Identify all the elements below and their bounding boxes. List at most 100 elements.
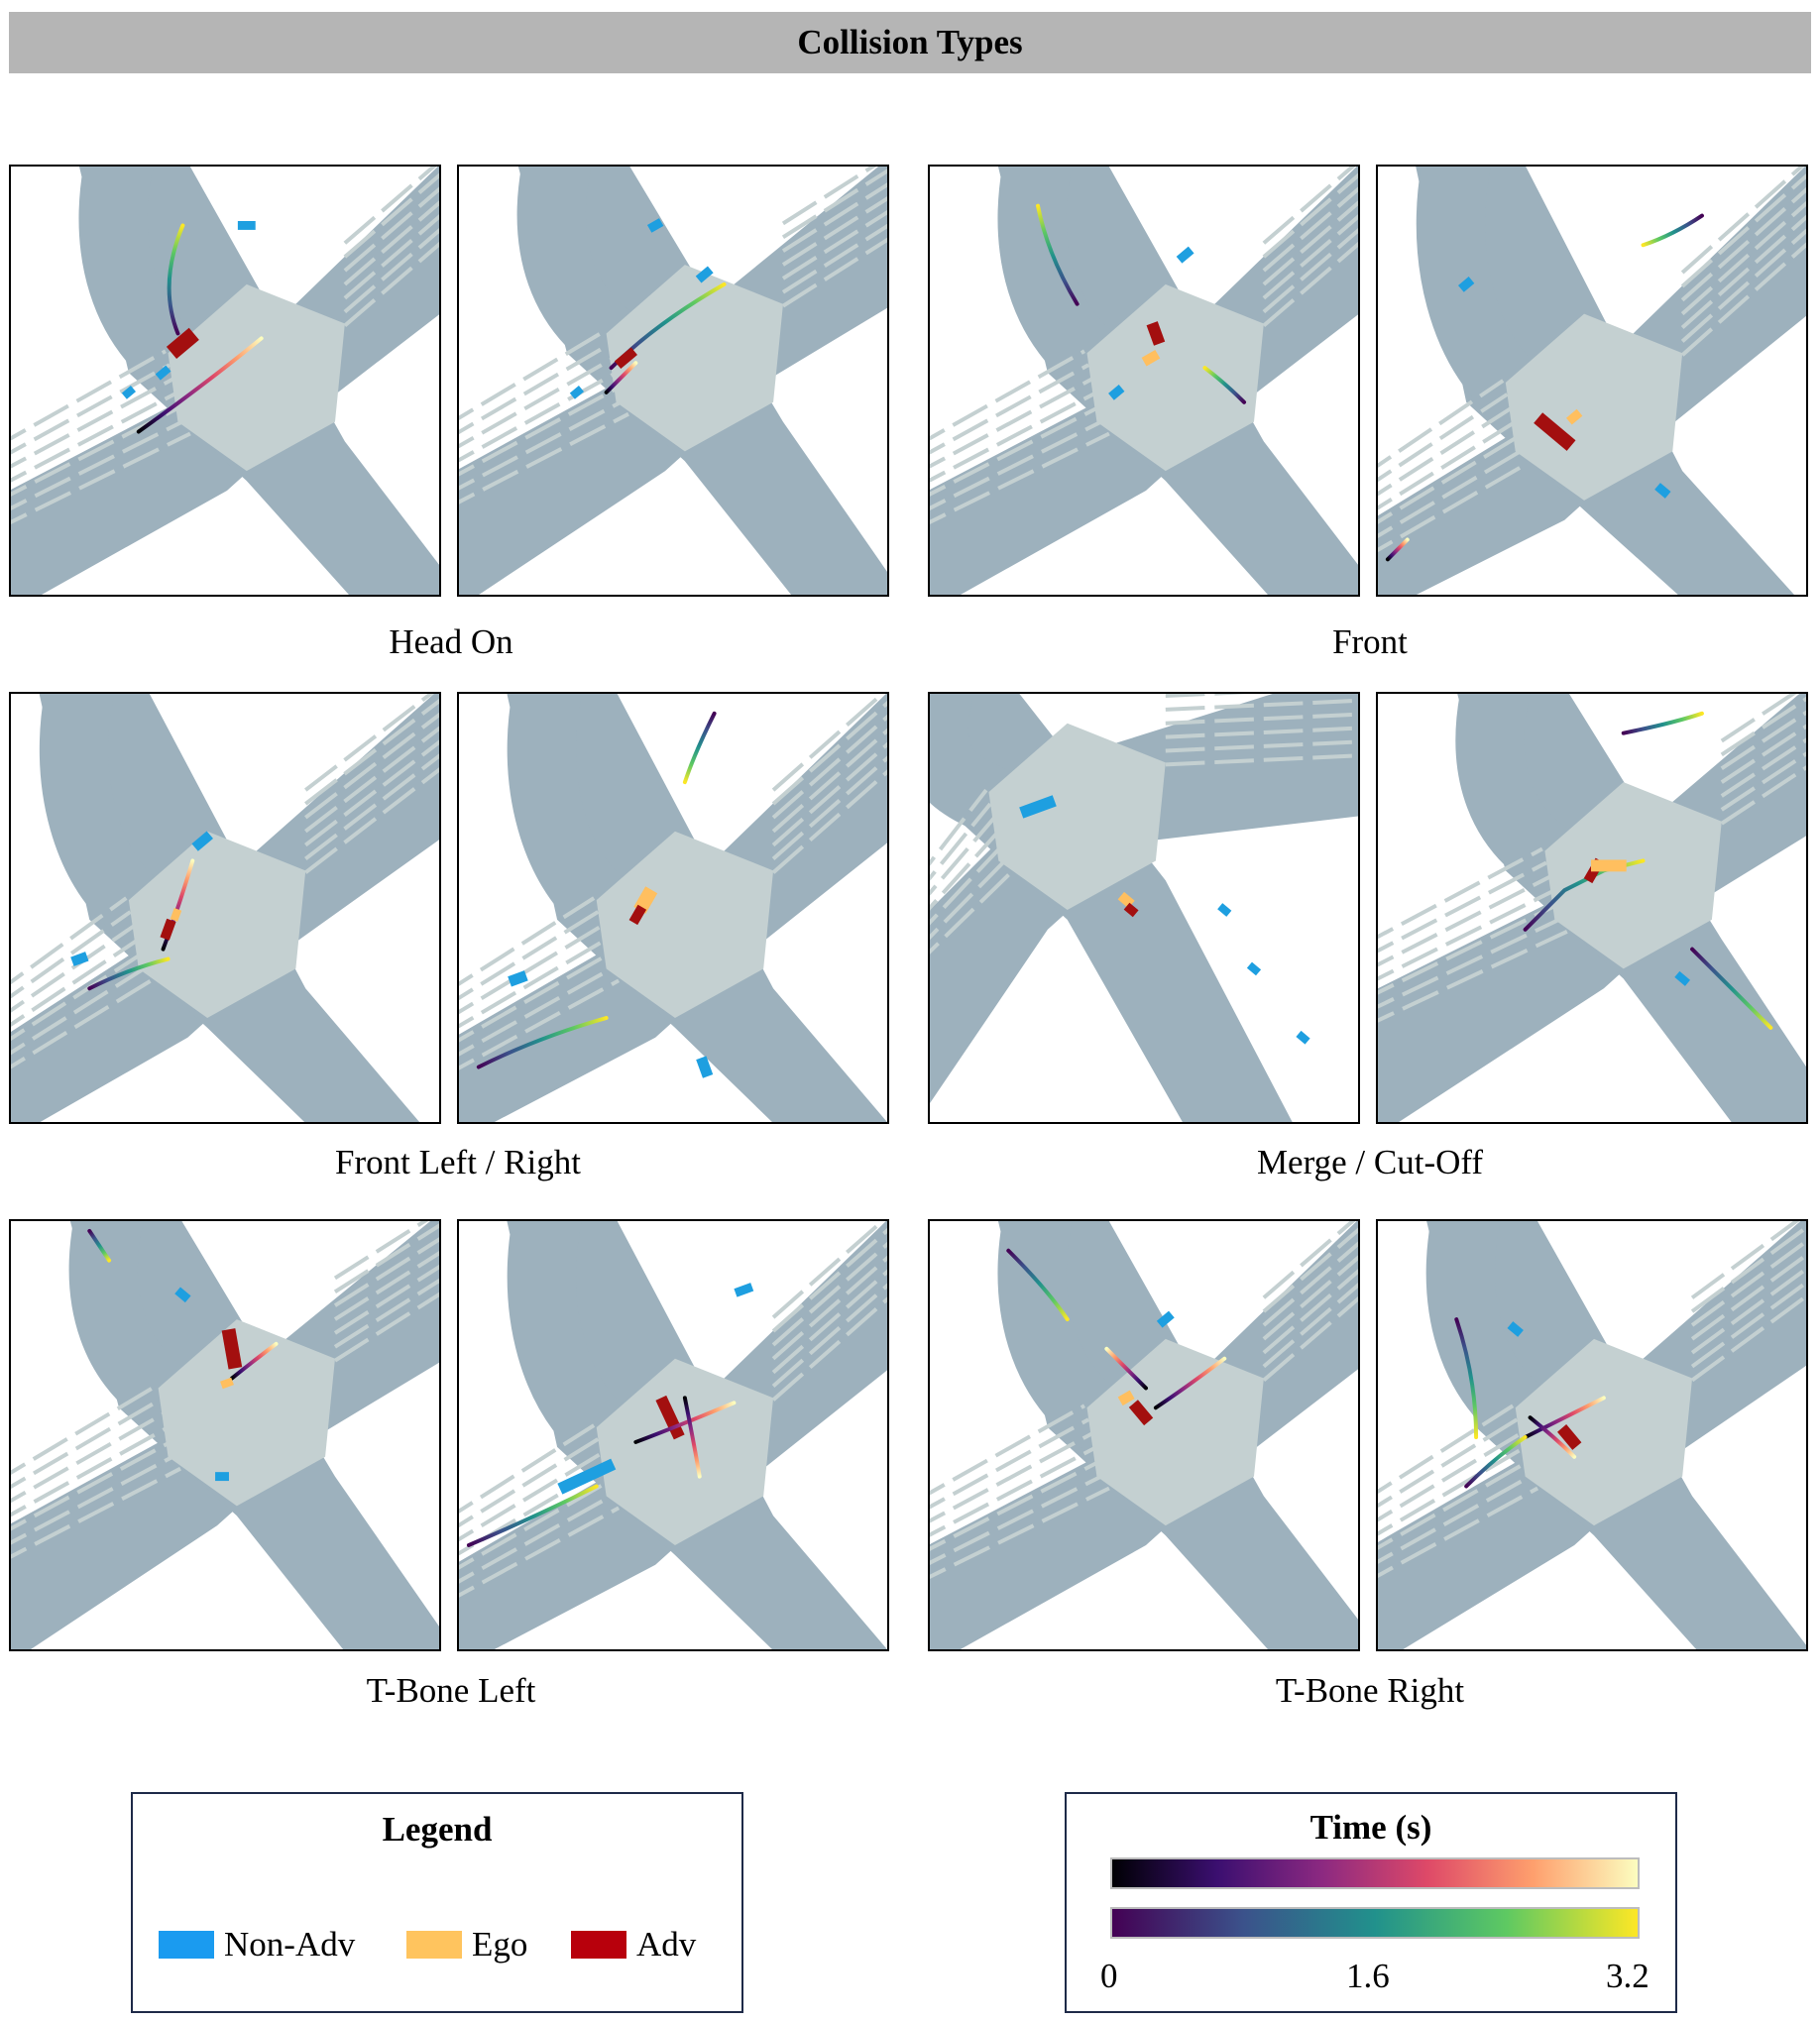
lane-divider — [1378, 846, 1543, 940]
lane-divider — [1262, 1221, 1356, 1299]
legend-swatch-ego — [406, 1931, 462, 1959]
lane-divider — [1680, 173, 1806, 288]
lane-divider — [1262, 214, 1358, 300]
trajectory-line — [161, 858, 195, 952]
lane-divider — [1262, 186, 1358, 273]
lane-divider — [459, 343, 610, 435]
lane-divider — [459, 951, 612, 1043]
map-canvas — [930, 1221, 1358, 1649]
lane-divider — [11, 363, 171, 455]
scene-t-bone-right-b — [1376, 1219, 1808, 1651]
lane-divider — [930, 403, 1102, 497]
vehicle-adv — [1123, 902, 1139, 918]
lane-divider — [1690, 1239, 1806, 1327]
lane-divider — [1378, 379, 1505, 469]
lane-divider — [459, 964, 616, 1057]
lane-divider — [1378, 929, 1568, 1023]
scene-front-a — [928, 165, 1360, 597]
lane-divider — [781, 209, 887, 281]
trajectory-line — [1523, 1396, 1606, 1439]
lane-divider — [781, 196, 887, 267]
legend-item-ego: Ego — [406, 1925, 527, 1965]
lane-divider — [930, 1486, 1110, 1580]
vehicle-non-adv — [121, 386, 137, 399]
lane-divider — [771, 755, 887, 860]
lane-divider — [1690, 1252, 1806, 1341]
lane-divider — [333, 1264, 439, 1335]
lane-divider — [343, 241, 439, 328]
trajectory-line — [1202, 366, 1247, 404]
lane-divider — [1378, 1459, 1531, 1550]
lane-divider — [1680, 228, 1806, 343]
lane-divider — [1262, 228, 1358, 314]
colorbar-tick-1: 1.6 — [1346, 1957, 1390, 1995]
lane-divider — [11, 896, 128, 985]
lane-divider — [1378, 461, 1530, 553]
intersection-area — [1086, 1338, 1264, 1526]
vehicle-non-adv — [155, 365, 171, 381]
lane-divider — [771, 741, 887, 847]
intersection-area — [168, 283, 345, 472]
lane-divider — [1720, 724, 1806, 784]
lane-divider — [459, 1492, 616, 1584]
lane-divider — [1378, 888, 1556, 981]
vehicle-adv — [655, 1395, 685, 1440]
lane-divider — [1378, 874, 1552, 967]
lane-divider — [459, 398, 626, 491]
map-canvas — [1378, 1221, 1806, 1649]
legend-label-adv: Adv — [636, 1925, 697, 1964]
lane-divider — [459, 357, 614, 449]
lane-divider — [459, 910, 600, 1001]
lane-divider — [1720, 694, 1797, 743]
lane-divider — [1690, 1293, 1806, 1383]
lane-divider — [304, 712, 439, 820]
lane-divider — [11, 924, 136, 1013]
intersection-area — [988, 723, 1166, 910]
vehicle-non-adv — [1176, 246, 1194, 264]
vehicle-non-adv — [1217, 903, 1232, 917]
lane-divider — [304, 698, 439, 806]
lane-divider — [11, 1398, 162, 1490]
figure-title: Collision Types — [797, 23, 1023, 61]
lane-divider — [771, 700, 887, 806]
lane-divider — [771, 1227, 887, 1333]
lane-divider — [930, 377, 1094, 469]
lane-divider — [1378, 433, 1521, 524]
lane-divider — [343, 186, 439, 273]
lane-divider — [11, 391, 179, 483]
lane-divider — [1378, 419, 1517, 510]
lane-divider — [343, 167, 437, 245]
lane-divider — [771, 1255, 887, 1361]
vehicle-non-adv — [1654, 483, 1671, 499]
intersection-area — [158, 1319, 335, 1507]
trajectory-line — [476, 1015, 609, 1069]
lane-divider — [930, 1417, 1090, 1510]
lane-divider — [930, 857, 1009, 941]
lane-divider — [1378, 1486, 1539, 1578]
lane-divider — [930, 816, 996, 896]
scene-front-right-b — [457, 692, 889, 1124]
lane-divider — [781, 223, 887, 294]
vehicle-adv — [1534, 412, 1576, 451]
colorbar-inferno — [1110, 1857, 1640, 1889]
lane-divider — [1378, 393, 1509, 483]
lane-divider — [11, 431, 191, 525]
intersection-area — [1515, 1338, 1693, 1526]
lane-divider — [781, 168, 887, 240]
lane-divider — [1262, 1241, 1358, 1327]
lane-divider — [1165, 698, 1358, 712]
lane-divider — [1262, 1255, 1358, 1341]
lane-divider — [1262, 1227, 1358, 1313]
lane-divider — [771, 1269, 887, 1375]
vehicle-non-adv — [569, 386, 585, 399]
lane-divider — [1680, 167, 1805, 275]
lane-divider — [1690, 1225, 1806, 1313]
lane-divider — [930, 363, 1090, 455]
lane-divider — [11, 951, 145, 1042]
trajectory-line — [604, 361, 638, 394]
trajectory-line — [167, 223, 185, 336]
lane-divider — [459, 411, 629, 505]
trajectory-line — [1385, 537, 1410, 562]
trajectory-line — [136, 336, 264, 434]
trajectory-line — [229, 1341, 279, 1381]
